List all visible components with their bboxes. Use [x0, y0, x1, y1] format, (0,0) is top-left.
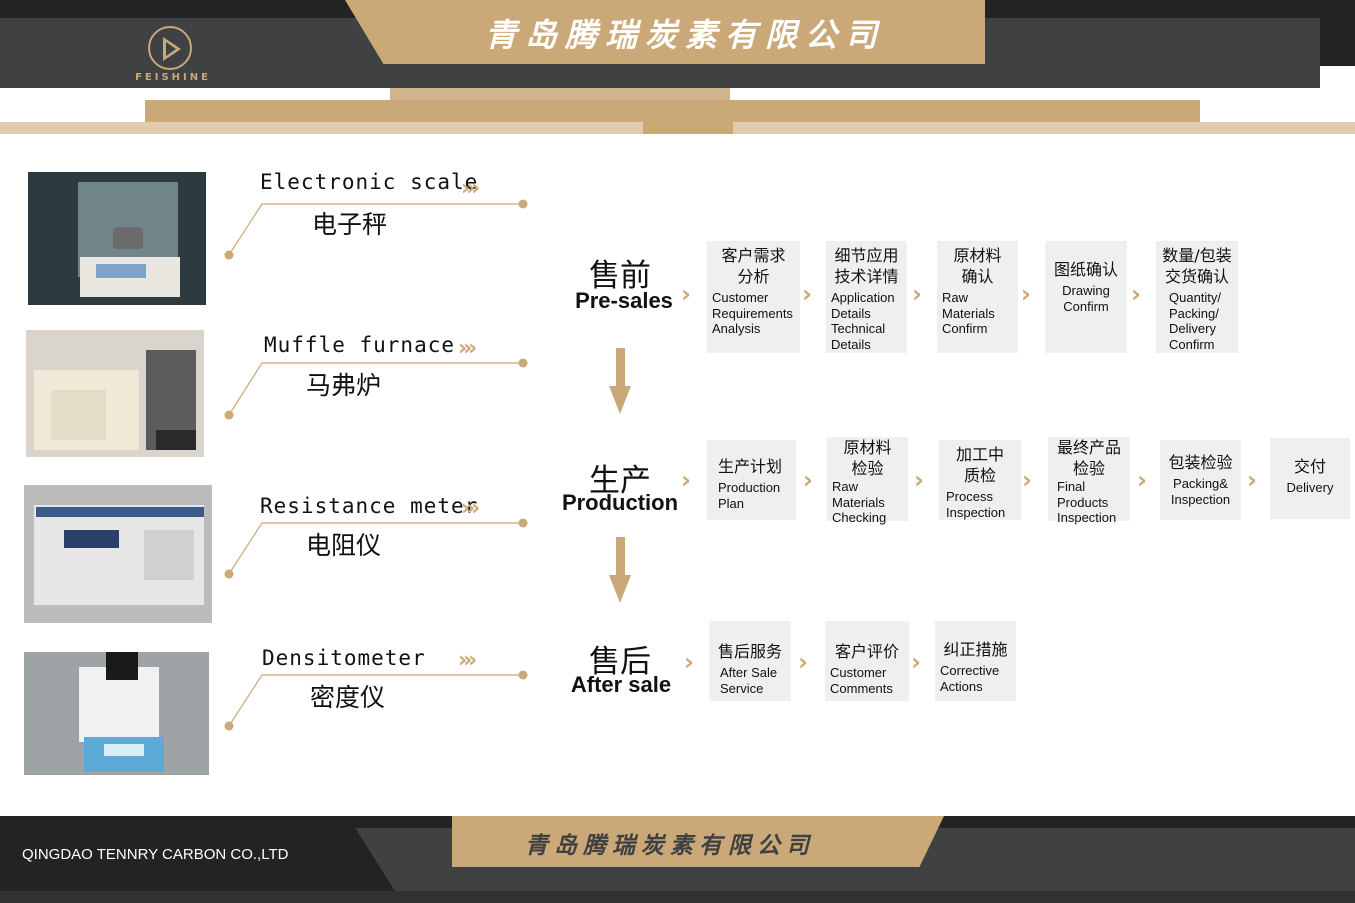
flow-step: 售后服务 After Sale Service [709, 621, 791, 701]
stage-presales-en: Pre-sales [575, 288, 673, 313]
flow-step: 客户评价 Customer Comments [825, 621, 909, 701]
equipment-label-en: Muffle furnace [264, 333, 456, 357]
chevron-right-icon: ››› [458, 648, 477, 673]
flow-step: 最终产品 检验 Final Products Inspection [1048, 437, 1130, 525]
arrow-right-icon: › [912, 280, 922, 308]
equipment-label-en: Resistance meter [260, 494, 479, 518]
arrow-right-icon: › [914, 466, 924, 494]
header-stripe-4 [643, 122, 733, 134]
arrow-right-icon: › [803, 466, 813, 494]
flow-step: 生产计划 Production Plan [707, 440, 796, 520]
equipment-label-en: Electronic scale [260, 170, 479, 194]
flow-step: 交付 Delivery [1270, 438, 1350, 519]
flow-step: 原材料 确认 Raw Materials Confirm [937, 241, 1018, 353]
chevron-right-icon: ››› [458, 336, 477, 361]
header-stripe-2 [145, 100, 1200, 122]
chevron-right-icon: ››› [461, 496, 480, 521]
flow-step: 图纸确认 Drawing Confirm [1045, 241, 1127, 353]
brand-name: FEISHINE [135, 72, 211, 83]
stage-production-en: Production [561, 490, 679, 515]
arrow-right-icon: › [1137, 466, 1147, 494]
company-name-en: QINGDAO TENNRY CARBON CO.,LTD [22, 846, 289, 863]
footer-black-wedge [0, 816, 395, 891]
arrow-right-icon: › [1247, 466, 1257, 494]
arrow-right-icon: › [1021, 280, 1031, 308]
arrow-right-icon: › [1131, 280, 1141, 308]
stage-production-cn: 生产 [589, 463, 651, 499]
header-gold-band [345, 0, 985, 64]
equipment-connectors [224, 199, 528, 731]
arrow-right-icon: › [1022, 466, 1032, 494]
equipment-label-cn: 电阻仪 [306, 531, 382, 560]
arrow-right-icon: › [681, 466, 691, 494]
company-title-cn: 青岛腾瑞炭素有限公司 [484, 16, 885, 54]
equipment-label-en: Densitometer [262, 646, 426, 670]
arrow-right-icon: › [684, 648, 694, 676]
muffle-furnace-photo [26, 330, 204, 457]
equipment-label-cn: 马弗炉 [306, 371, 382, 400]
equipment-label-cn: 密度仪 [310, 683, 386, 712]
arrow-right-icon: › [681, 280, 691, 308]
flow-step: 细节应用 技术详情 Application Details Technical … [826, 241, 907, 353]
equipment-label-cn: 电子秤 [312, 210, 388, 239]
arrow-right-icon: › [798, 648, 808, 676]
company-name-cn: 青岛腾瑞炭素有限公司 [525, 832, 815, 859]
header-stripe-1 [390, 88, 730, 100]
stage-presales-cn: 售前 [589, 258, 651, 294]
flow-step: 纠正措施 Corrective Actions [935, 621, 1016, 701]
flow-step: 原材料 检验 Raw Materials Checking [827, 437, 908, 525]
densitometer-photo [24, 652, 209, 775]
arrow-right-icon: › [911, 648, 921, 676]
footer-bottom-line [0, 891, 1355, 903]
resistance-meter-photo [24, 485, 212, 623]
flow-step: 客户需求 分析 Customer Requirements Analysis [707, 241, 800, 353]
arrow-right-icon: › [802, 280, 812, 308]
flow-step: 数量/包装 交货确认 Quantity/ Packing/ Delivery C… [1156, 241, 1238, 353]
footer-gold-band [452, 816, 944, 867]
stage-aftersale-en: After sale [570, 672, 672, 697]
flow-step: 加工中 质检 Process Inspection [939, 440, 1021, 520]
flow-step: 包装检验 Packing& Inspection [1160, 440, 1241, 520]
electronic-scale-photo [28, 172, 206, 305]
logo-icon [148, 26, 192, 70]
chevron-right-icon: ››› [461, 176, 480, 201]
stage-aftersale-cn: 售后 [589, 644, 651, 680]
